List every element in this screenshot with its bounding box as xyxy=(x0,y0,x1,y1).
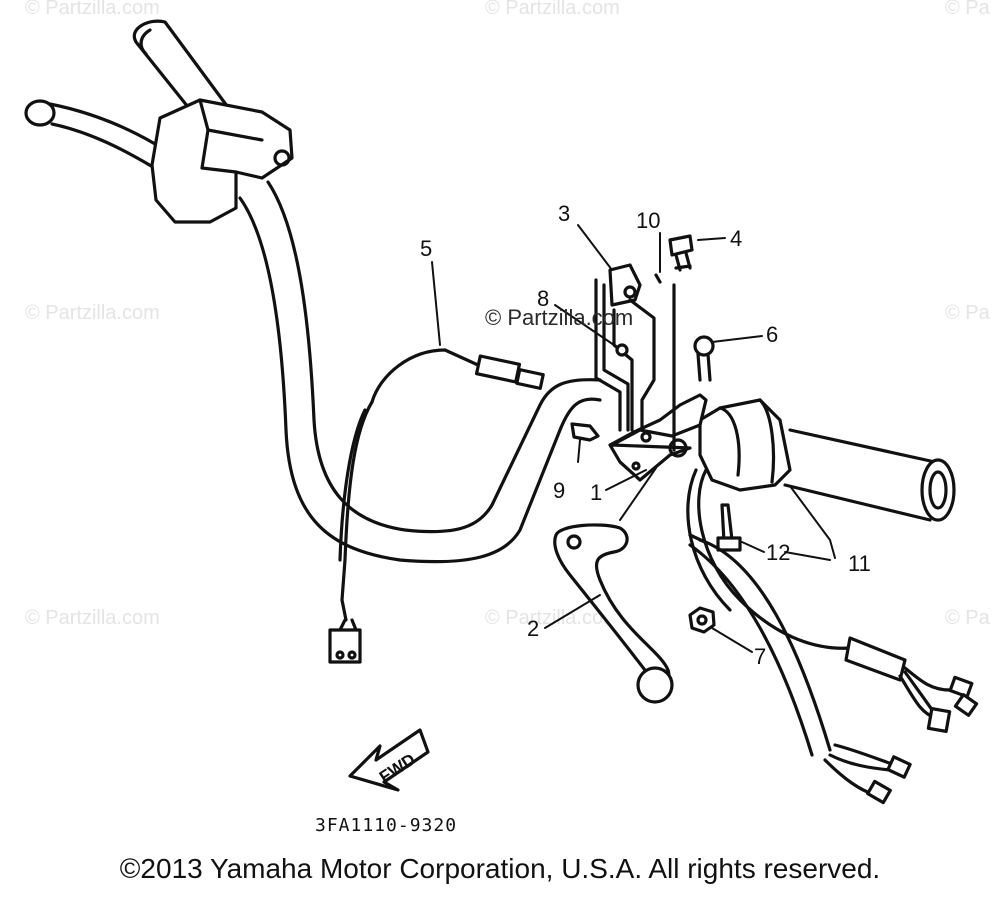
handlebar xyxy=(238,180,602,564)
screw-6 xyxy=(693,335,715,382)
watermark: © Pa xyxy=(945,0,990,19)
watermark: © Partzilla.com xyxy=(25,0,160,19)
copyright-notice: ©2013 Yamaha Motor Corporation, U.S.A. A… xyxy=(119,853,881,884)
callout-3: 3 xyxy=(558,201,571,226)
lever-nut xyxy=(688,606,716,634)
watermark: © Partzilla.com xyxy=(485,607,620,629)
callout-11: 11 xyxy=(848,551,871,576)
callout-9: 9 xyxy=(553,478,566,503)
callout-leaders xyxy=(431,224,836,653)
watermark: © Partzilla.com xyxy=(25,607,160,629)
callout-6: 6 xyxy=(766,322,779,347)
callout-7: 7 xyxy=(754,644,767,669)
callout-5: 5 xyxy=(420,236,433,261)
lever-pivot-bolt xyxy=(716,503,742,552)
callout-1: 1 xyxy=(590,480,603,505)
left-perch xyxy=(150,98,294,224)
switch-assembly xyxy=(594,263,656,432)
watermark: © Pa xyxy=(945,607,990,629)
watermark: © Pa xyxy=(945,302,990,324)
watermark-center: © Partzilla.com xyxy=(485,305,634,330)
left-lever xyxy=(24,99,167,172)
diagram-part-number: 3FA1110-9320 xyxy=(315,815,458,836)
right-switch-and-grip xyxy=(698,398,956,522)
switch-wire-harness xyxy=(686,468,979,805)
right-lever xyxy=(553,523,674,704)
callout-12: 12 xyxy=(766,540,791,565)
callout-4: 4 xyxy=(730,226,743,251)
watermark: © Partzilla.com xyxy=(25,302,160,324)
callout-2: 2 xyxy=(527,616,540,641)
lever-bracket xyxy=(608,393,708,482)
callout-10: 10 xyxy=(636,208,661,233)
clutch-switch-cable xyxy=(328,348,545,664)
pivot-bolt xyxy=(654,234,694,452)
bolt-9 xyxy=(570,422,600,442)
fwd-arrow-icon: FWD xyxy=(348,728,430,792)
watermark: © Partzilla.com xyxy=(485,0,620,19)
callout-8: 8 xyxy=(537,286,550,311)
